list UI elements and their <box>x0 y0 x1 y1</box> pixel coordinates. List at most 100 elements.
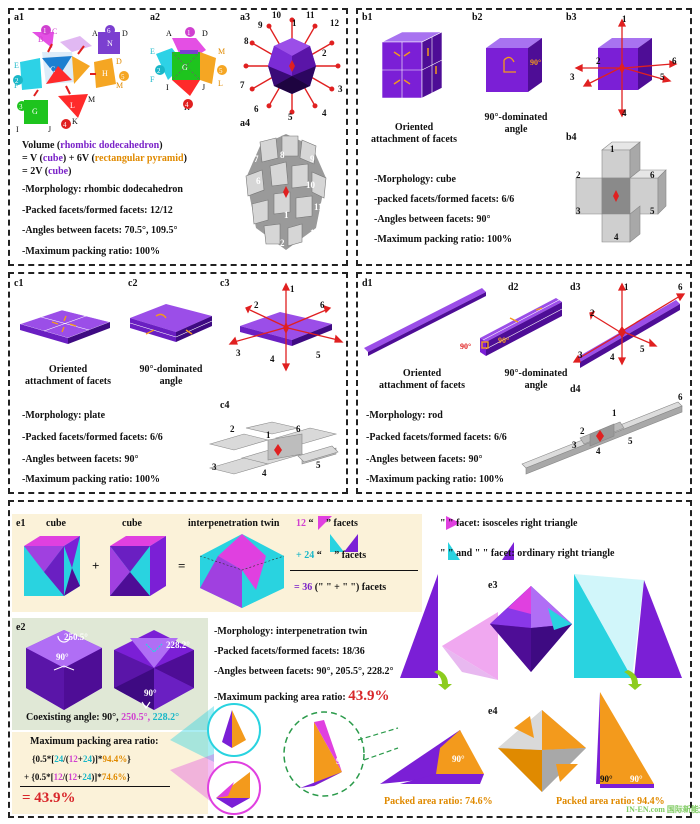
label-c1: c1 <box>14 278 24 289</box>
label-b4: b4 <box>566 132 577 143</box>
e1-facets-36: = 36 (" " + " ") facets <box>294 582 386 593</box>
formula-result: = 43.9% <box>22 790 76 806</box>
text: = 2V ( <box>22 166 49 177</box>
d-angles: -Angles between facets: 90° <box>366 454 483 465</box>
label-b1: b1 <box>362 12 373 23</box>
b4nums-num-2: 2 <box>576 170 581 180</box>
num: 12 <box>296 518 306 529</box>
d3nums-num-6: 6 <box>678 282 683 292</box>
e3-twin-octahedron <box>490 586 572 672</box>
c3nums-num-4: 4 <box>270 354 275 364</box>
svg-text:M: M <box>116 81 123 90</box>
e4-twin-grey-orange <box>498 710 586 792</box>
svg-text:D: D <box>116 57 122 66</box>
b3nums-num-1: 1 <box>622 14 627 24</box>
panel-d <box>356 272 692 494</box>
a3nums-num-12: 12 <box>330 18 339 28</box>
c4nums-num-6: 6 <box>296 424 301 434</box>
a3nums-num-9: 9 <box>258 20 263 30</box>
a4nums-num-10: 10 <box>306 180 315 190</box>
label-a3: a3 <box>240 12 250 23</box>
angle: 228.2° <box>152 712 180 723</box>
d4nums-num-3: 3 <box>572 440 577 450</box>
c4nums-num-4: 4 <box>262 468 267 478</box>
c-angles: -Angles between facets: 90° <box>22 454 139 465</box>
svg-text:G: G <box>32 107 38 116</box>
a4nums-num-2: 2 <box>280 238 285 248</box>
svg-text:A: A <box>166 29 172 38</box>
a3-arrow-head <box>243 63 249 69</box>
svg-text:1: 1 <box>43 27 47 35</box>
svg-text:F: F <box>150 75 155 84</box>
c1-plate-assembly <box>18 309 111 344</box>
label-e4: e4 <box>488 706 498 717</box>
a3-arrow-head <box>289 17 295 23</box>
text: Volume ( <box>22 140 61 151</box>
a3-arrow-head <box>249 40 255 46</box>
svg-text:M: M <box>88 95 95 104</box>
d4nums-num-1: 1 <box>612 408 617 418</box>
a4nums-num-4: 4 <box>250 232 255 242</box>
d4nums-num-5: 5 <box>628 436 633 446</box>
a-volume-line2: = V (cube) + 6V (rectangular pyramid) <box>22 153 187 164</box>
svg-text:2: 2 <box>157 67 161 75</box>
d3nums-num-2: 2 <box>590 308 595 318</box>
svg-text:K: K <box>72 117 78 126</box>
c3nums-num-6: 6 <box>320 300 325 310</box>
label-d4: d4 <box>570 384 581 395</box>
b1-caption: Oriented attachment of facets <box>370 122 458 145</box>
label-c2: c2 <box>128 278 138 289</box>
b3nums-num-6: 6 <box>672 56 677 66</box>
formula-divider <box>20 786 170 787</box>
watermark: IN-EN.com 国际新能源网 <box>626 805 700 814</box>
equals-sign: = <box>178 558 186 573</box>
a3nums-num-11: 11 <box>306 10 315 20</box>
num: + 24 <box>296 550 315 561</box>
word: facets <box>341 550 367 561</box>
label-e1: e1 <box>16 518 26 529</box>
c1-caption: Oriented attachment of facets <box>24 364 112 387</box>
b3nums-num-4: 4 <box>622 108 627 118</box>
a3-arrow-head <box>312 23 318 29</box>
down-arrow-icon-right <box>624 670 642 690</box>
e1-twin-shape <box>199 534 285 608</box>
e1-cube-b <box>110 536 166 596</box>
e1-cube1-title: cube <box>46 518 66 529</box>
svg-text:G: G <box>182 63 188 72</box>
c4nums-num-5: 5 <box>316 460 321 470</box>
a3-arrow-head <box>266 23 272 29</box>
d3nums-num-1: 1 <box>624 282 629 292</box>
value: 43.9% <box>348 688 390 704</box>
svg-text:6: 6 <box>107 27 111 35</box>
e-dashed-zoom-circle <box>283 711 399 797</box>
text: ) <box>68 166 72 177</box>
a4nums-num-1: 1 <box>284 210 289 220</box>
a4nums-num-6: 6 <box>256 176 261 186</box>
a3nums-num-8: 8 <box>244 36 249 46</box>
b3nums-num-3: 3 <box>570 72 575 82</box>
b-ratio: -Maximum packing ratio: 100% <box>374 234 513 245</box>
b1-cube-assembly <box>381 31 443 99</box>
legend-isosceles: " " facet: isosceles right triangle <box>440 518 578 529</box>
c4nums-num-1: 1 <box>266 430 271 440</box>
e2-angle-90-a: 90° <box>56 652 69 662</box>
a4nums-num-11: 11 <box>314 202 323 212</box>
svg-text:5: 5 <box>219 67 223 75</box>
packed-944-label: Packed area ratio: 94.4% <box>556 796 665 807</box>
svg-text:E: E <box>150 47 155 56</box>
a3-arrow-head <box>289 109 295 115</box>
a4nums-num-7: 7 <box>254 154 259 164</box>
packed-746-label: Packed area ratio: 74.6% <box>384 796 493 807</box>
highlight: rhombic dodecahedron <box>60 140 160 151</box>
b-morphology: -Morphology: cube <box>374 174 456 185</box>
a-packed: -Packed facets/formed facets: 12/12 <box>22 205 173 216</box>
svg-text:D: D <box>202 29 208 38</box>
svg-text:D: D <box>122 29 128 38</box>
svg-text:5: 5 <box>121 73 125 81</box>
c-packed: -Packed facets/formed facets: 6/6 <box>22 432 163 443</box>
svg-text:F: F <box>14 81 19 90</box>
a3-arrow-head <box>329 86 335 92</box>
a4nums-num-9: 9 <box>310 154 315 164</box>
label-c4: c4 <box>220 400 230 411</box>
a3-rhombic-dodecahedron <box>243 17 341 115</box>
